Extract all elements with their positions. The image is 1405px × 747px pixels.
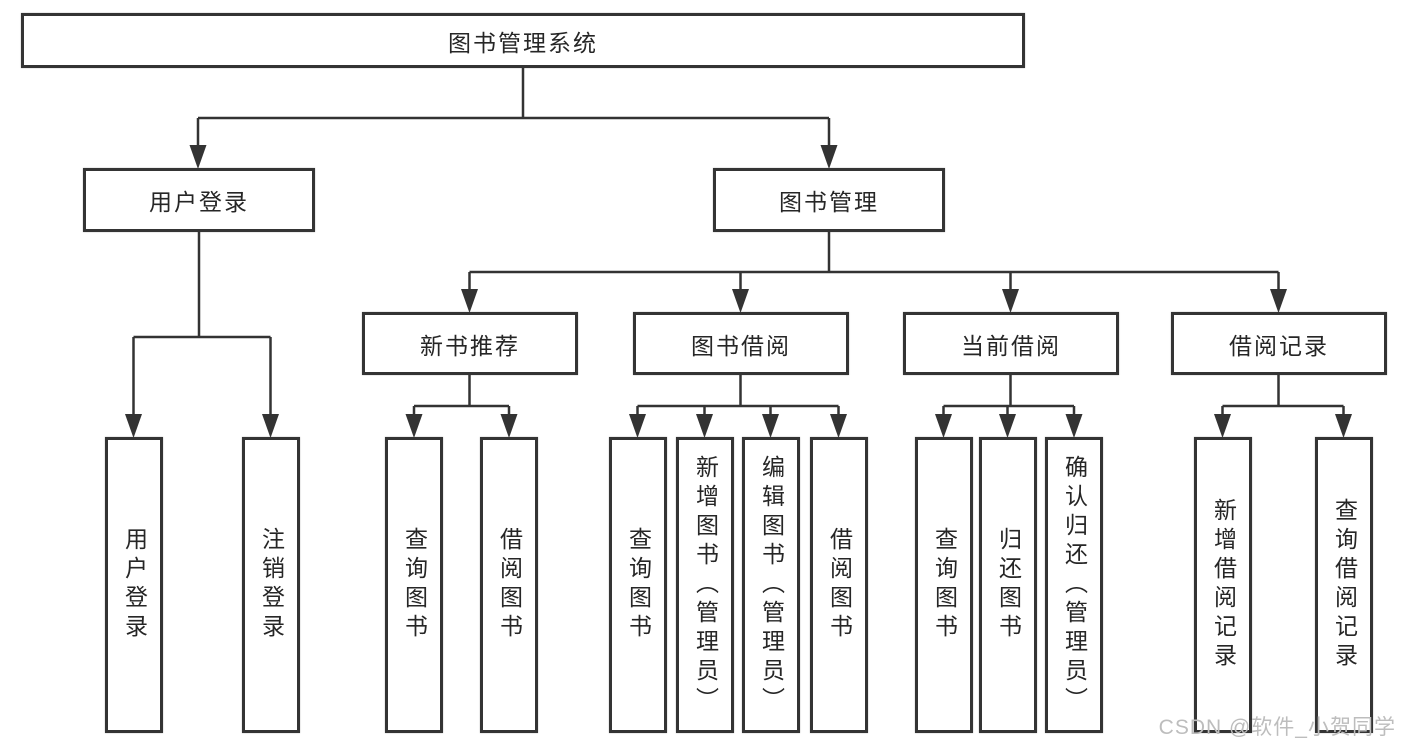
leaf-add-borrow-record: 新增借阅记录 [1194, 437, 1252, 733]
node-current-borrowing: 当前借阅 [903, 312, 1119, 375]
leaf-query-borrow-record-label: 查询借阅记录 [1331, 498, 1358, 672]
leaf-return-book: 归还图书 [979, 437, 1037, 733]
leaf-query-books-borrowing: 查询图书 [609, 437, 667, 733]
leaf-borrow-books-recommend: 借阅图书 [480, 437, 538, 733]
leaf-add-borrow-record-label: 新增借阅记录 [1210, 498, 1237, 672]
leaf-logout-label: 注销登录 [258, 527, 285, 643]
leaf-borrow-books-borrowing-label: 借阅图书 [826, 527, 853, 643]
node-root-label: 图书管理系统 [448, 29, 598, 56]
leaf-user-login: 用户登录 [105, 437, 163, 733]
leaf-query-books-borrowing-label: 查询图书 [625, 527, 652, 643]
node-book-borrowing: 图书借阅 [633, 312, 849, 375]
node-book-borrowing-label: 图书借阅 [691, 332, 791, 359]
node-book-management-label: 图书管理 [779, 189, 879, 215]
leaf-edit-book-admin: 编辑图书（管理员） [742, 437, 800, 733]
leaf-return-book-label: 归还图书 [995, 527, 1022, 643]
node-new-book-recommendation: 新书推荐 [362, 312, 578, 375]
leaf-confirm-return-admin-label: 确认归还（管理员） [1061, 454, 1088, 716]
leaf-user-login-label: 用户登录 [121, 527, 148, 643]
leaf-logout: 注销登录 [242, 437, 300, 733]
node-book-management: 图书管理 [713, 168, 945, 232]
leaf-add-book-admin: 新增图书（管理员） [676, 437, 734, 733]
leaf-query-books-current-label: 查询图书 [931, 527, 958, 643]
csdn-watermark: CSDN @软件_小贺同学 [1158, 716, 1396, 739]
node-root: 图书管理系统 [21, 13, 1025, 68]
arrowheads [125, 145, 1352, 438]
leaf-edit-book-admin-label: 编辑图书（管理员） [758, 454, 785, 716]
leaf-query-borrow-record: 查询借阅记录 [1315, 437, 1373, 733]
leaf-query-books-recommend: 查询图书 [385, 437, 443, 733]
node-borrowing-records: 借阅记录 [1171, 312, 1387, 375]
leaf-confirm-return-admin: 确认归还（管理员） [1045, 437, 1103, 733]
leaf-borrow-books-recommend-label: 借阅图书 [496, 527, 523, 643]
node-user-login-label: 用户登录 [149, 189, 249, 215]
leaf-borrow-books-borrowing: 借阅图书 [810, 437, 868, 733]
node-current-borrowing-label: 当前借阅 [961, 332, 1061, 359]
node-borrowing-records-label: 借阅记录 [1229, 332, 1329, 359]
node-user-login: 用户登录 [83, 168, 315, 232]
node-new-book-recommendation-label: 新书推荐 [420, 332, 520, 359]
leaf-query-books-recommend-label: 查询图书 [401, 527, 428, 643]
leaf-add-book-admin-label: 新增图书（管理员） [692, 454, 719, 716]
leaf-query-books-current: 查询图书 [915, 437, 973, 733]
